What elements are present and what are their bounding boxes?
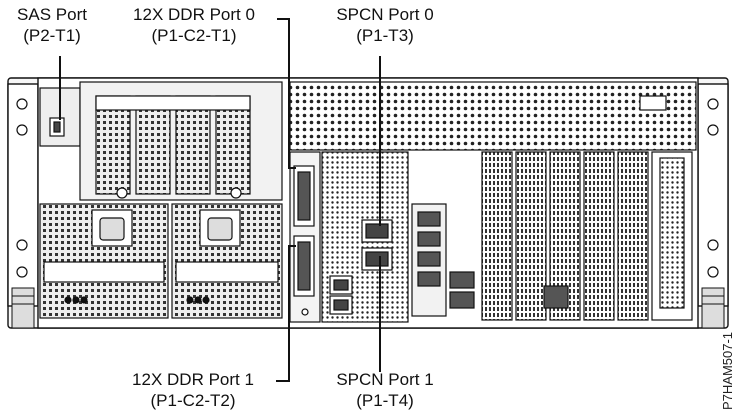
- ddr-adapter-card: [290, 152, 320, 322]
- system-io-panel: [322, 152, 408, 322]
- power-supply-2: [172, 204, 282, 318]
- pci-card-cage: [80, 82, 282, 200]
- top-vent-panel: [290, 82, 696, 150]
- power-supply-1: [40, 204, 168, 318]
